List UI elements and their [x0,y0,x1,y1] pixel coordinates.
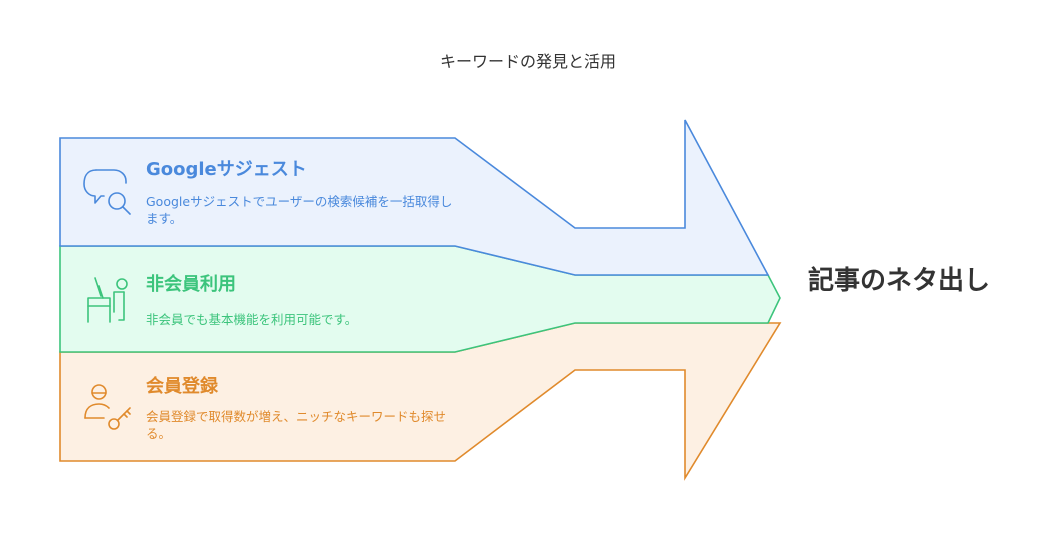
band-description-google-suggest: Googleサジェストでユーザーの検索候補を一括取得します。 [146,194,453,226]
band-title-non-member-use: 非会員利用 [146,274,236,295]
speech-bubble-search-icon [83,169,131,215]
result-label: 記事のネタ出し [808,266,991,296]
user-key-icon [84,384,131,430]
band-shape-google-suggest [59,119,770,276]
person-at-desk-icon [87,277,128,323]
band-title-member-registration: 会員登録 [146,376,218,397]
band-description-non-member-use: 非会員でも基本機能を利用可能です。 [146,312,358,327]
band-description-member-registration: 会員登録で取得数が増え、ニッチなキーワードも探せる。 [146,409,447,441]
diagram-title: キーワードの発見と活用 [439,52,616,71]
band-title-google-suggest: Googleサジェスト [146,159,307,180]
